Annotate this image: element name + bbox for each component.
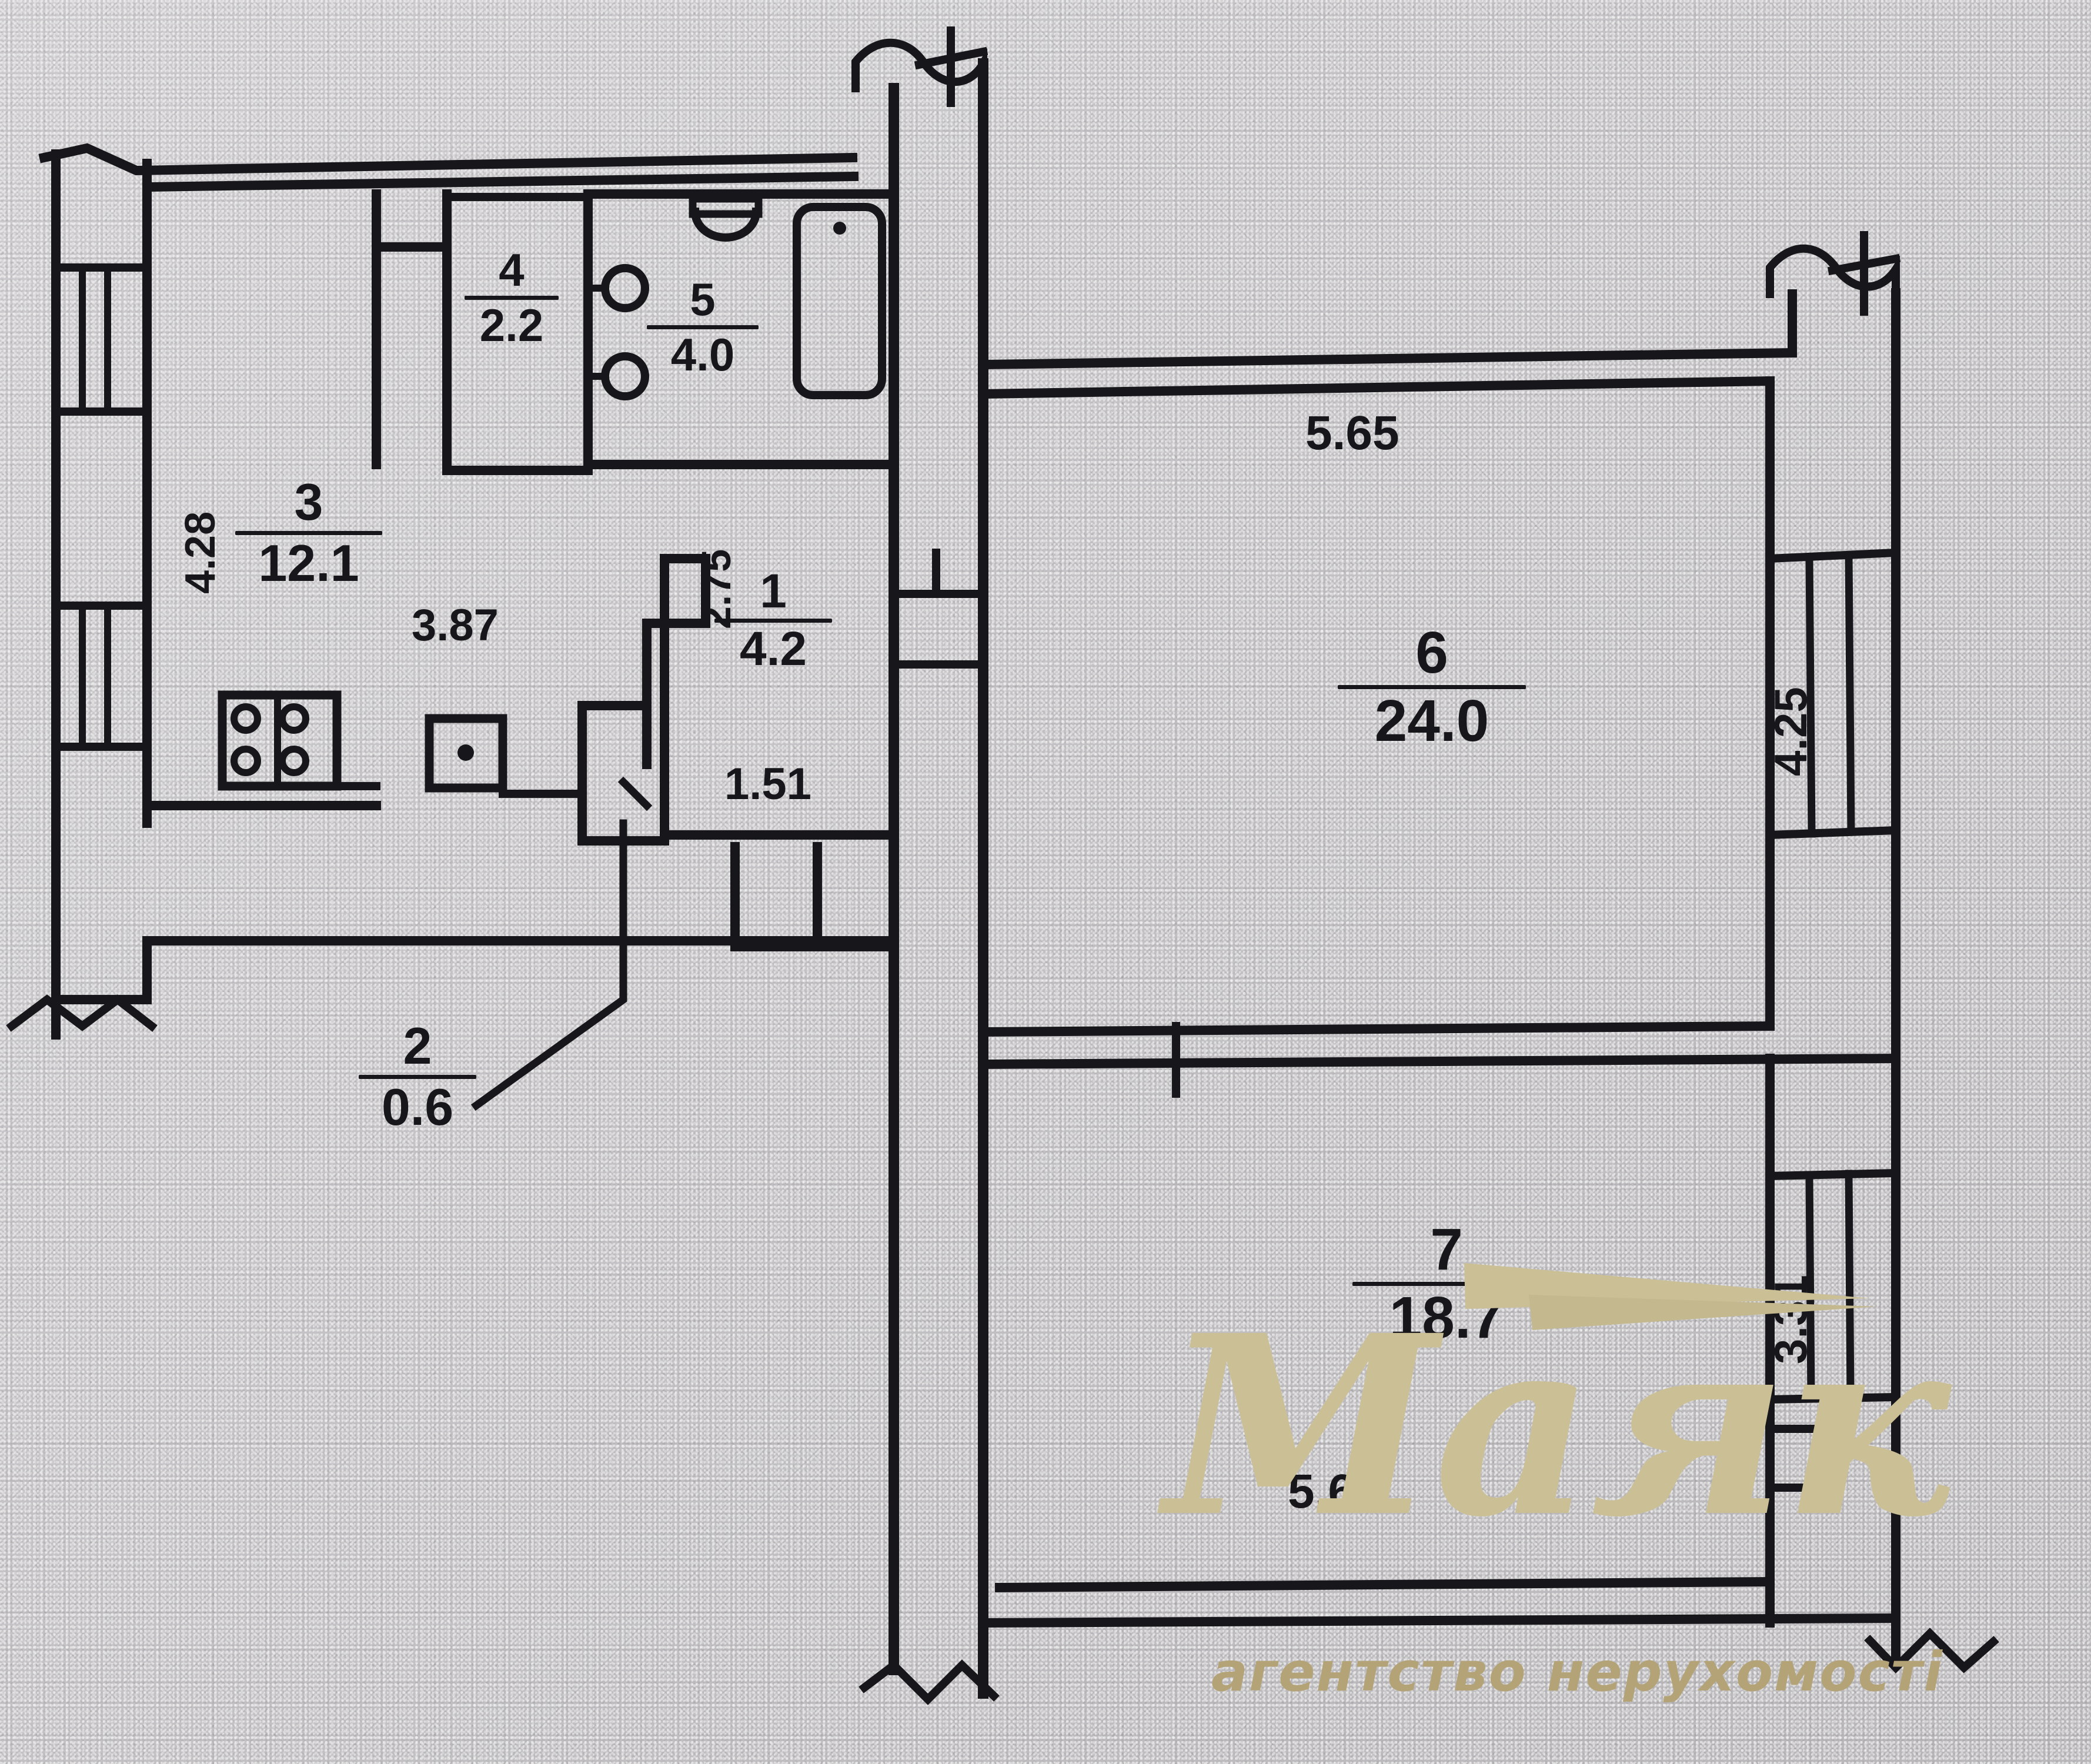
label-divider: [647, 325, 759, 329]
room-area: 4.2: [740, 622, 807, 676]
dimension-5-65-lower: 5.65: [1288, 1465, 1382, 1518]
dimension-2-75: 2.75: [693, 549, 739, 629]
window-mullion: [1845, 1170, 1855, 1402]
room-number: 5: [690, 273, 716, 325]
room-label-3: 3 12.1: [235, 476, 382, 589]
room-label-7: 7 18.7: [1352, 1220, 1541, 1347]
room-area: 2.2: [479, 299, 544, 351]
toilet-cistern: [689, 195, 763, 218]
break-symbol-left-bottom: [6, 994, 158, 1032]
dimension-1-51: 1.51: [724, 759, 811, 809]
washbasin-icon: [601, 352, 649, 400]
wall-between-6-and-7-top: [978, 1021, 1775, 1037]
bathtub-drain: [833, 222, 846, 235]
window-mullion: [1845, 551, 1855, 836]
room-number: 3: [294, 473, 323, 531]
label-divider: [359, 1075, 476, 1079]
toilet-bowl: [690, 207, 761, 242]
room-area: 0.6: [381, 1078, 454, 1136]
break-symbol-bottom-right: [1864, 1628, 1999, 1674]
room-number: 2: [403, 1017, 432, 1075]
break-symbol-bottom-left: [859, 1659, 1000, 1705]
wall-room6-top-outer: [978, 348, 1798, 370]
stove-burner: [231, 746, 261, 776]
label-divider: [465, 296, 559, 300]
room-label-1: 1 4.2: [714, 567, 832, 673]
wall-left-wing-top-outer: [38, 143, 858, 176]
stove-burner: [279, 746, 309, 776]
wall-left-wing-top-inner: [142, 171, 859, 192]
sink-icon: [425, 714, 507, 793]
room-label-4: 4 2.2: [465, 247, 559, 348]
room-area: 4.0: [670, 329, 735, 380]
room-area: 24.0: [1374, 688, 1489, 754]
wall-room6-top-inner: [978, 376, 1775, 399]
stove-burner: [231, 703, 261, 734]
label-divider: [1352, 1282, 1541, 1286]
dimension-3-87: 3.87: [412, 600, 499, 650]
room-area: 18.7: [1389, 1285, 1504, 1351]
label-divider: [235, 531, 382, 535]
room-number: 1: [760, 564, 787, 618]
label-divider: [714, 619, 832, 623]
dimension-3-31: 3.31: [1765, 1275, 1816, 1364]
wall-room7-bottom-inner: [994, 1576, 1775, 1593]
sink-drain: [457, 744, 474, 761]
label-divider: [1338, 685, 1526, 689]
dimension-4-25: 4.25: [1765, 687, 1816, 776]
dimension-5-65: 5.65: [1305, 406, 1399, 460]
room-area: 12.1: [258, 534, 359, 592]
room-label-6: 6 24.0: [1338, 623, 1526, 750]
wall-between-6-and-7-bottom: [978, 1053, 1901, 1070]
room-number: 7: [1430, 1217, 1463, 1282]
room-number: 4: [499, 244, 525, 296]
stove-burner: [279, 703, 309, 734]
closet-door-swing: [617, 776, 653, 811]
room-label-2: 2 0.6: [359, 1020, 476, 1133]
wall-room7-bottom-outer: [978, 1613, 1901, 1628]
window-mullion: [1805, 553, 1816, 838]
washbasin-icon: [601, 264, 649, 312]
leader-line-room2: [470, 819, 627, 1111]
bathtub-icon: [793, 203, 886, 399]
room-label-5: 5 4.0: [647, 276, 759, 377]
room-number: 6: [1415, 620, 1448, 686]
dimension-4-28: 4.28: [177, 511, 224, 594]
